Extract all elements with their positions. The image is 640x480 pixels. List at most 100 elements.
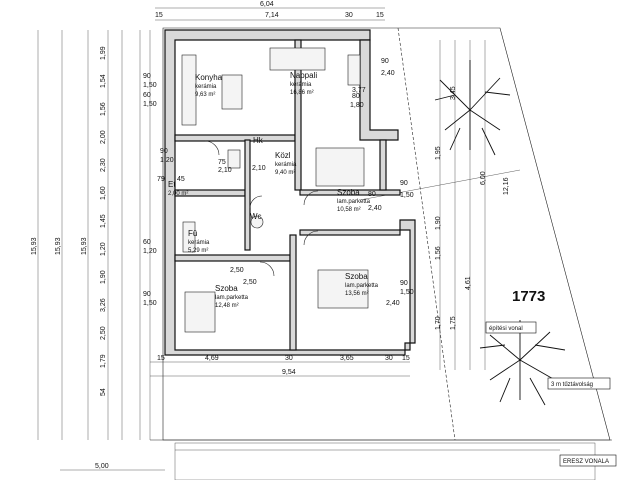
opening-dimension: 2,10: [252, 165, 266, 172]
opening-dimension: 2,40: [368, 205, 382, 212]
plot-number: 1773: [512, 288, 545, 305]
left-dimension: 1,54: [100, 74, 107, 88]
room-material: kerámia: [195, 84, 217, 90]
toilet: [250, 215, 264, 229]
top-dimension: 30: [345, 12, 353, 19]
opening-dimension: 1,50: [400, 289, 414, 296]
room-name: Fü: [188, 229, 197, 238]
room-area: 9,40 m²: [275, 170, 295, 176]
room-name: Et: [168, 180, 176, 189]
building-line-tag-box: [485, 321, 537, 334]
kitchen-counter: [181, 54, 197, 126]
middle-dimension: 15: [157, 355, 165, 362]
left-outer-dimension: 15,93: [31, 237, 38, 255]
opening-dimension: 90: [400, 180, 408, 187]
room-name: Wc: [250, 212, 262, 221]
building-walls: [164, 29, 416, 356]
opening-dimension: 1,80: [350, 102, 364, 109]
room-material: lam.parketta: [345, 283, 379, 289]
bed-3: [184, 291, 216, 333]
left-dimension: 1,56: [100, 102, 107, 116]
left-dimension: 54: [100, 388, 107, 396]
room-name: Közl: [275, 151, 291, 160]
room-material: lam.parketta: [215, 295, 249, 301]
left-dimension: 2,30: [100, 158, 107, 172]
left-dimension: 1,20: [100, 242, 107, 256]
room-name: Szoba: [337, 188, 360, 197]
fire-distance-label: 3 m tűztávolság: [551, 382, 593, 388]
middle-dimension: 9,54: [282, 369, 296, 376]
eaves-area: [174, 442, 596, 480]
boiler: [227, 149, 241, 169]
tv-unit: [347, 54, 361, 86]
opening-dimension: 90: [160, 148, 168, 155]
right-dimension: 1,56: [435, 246, 442, 260]
opening-dimension: 90: [143, 291, 151, 298]
left-dimension: 1,79: [100, 354, 107, 368]
opening-dimension: 1,50: [143, 101, 157, 108]
middle-dimension: 30: [285, 355, 293, 362]
left-dimension: 1,90: [100, 270, 107, 284]
dimension-lines: [37, 7, 521, 471]
room-area: 5,29 m²: [188, 248, 208, 254]
right-dimension: 4,61: [465, 276, 472, 290]
right-dimension: 1,95: [435, 146, 442, 160]
left-dimension: 1,99: [100, 46, 107, 60]
opening-dimension: 79: [157, 176, 165, 183]
top-dimension: 15: [155, 12, 163, 19]
opening-dimension: 1,50: [400, 192, 414, 199]
top-dimension: 15: [376, 12, 384, 19]
left-outer-dimension: 15,93: [81, 237, 88, 255]
eaves-line-tag-box: [559, 454, 617, 467]
bathtub: [182, 221, 196, 253]
top-dimension: 6,04: [260, 1, 274, 8]
room-material: lam.parketta: [337, 199, 371, 205]
middle-dimension: 4,69: [205, 355, 219, 362]
dining-table: [221, 74, 243, 110]
middle-dimension: 15: [402, 355, 410, 362]
right-dimension: 1,70: [435, 316, 442, 330]
opening-dimension: 60: [143, 92, 151, 99]
tree-top: [434, 60, 511, 156]
top-dimension: 7,14: [265, 12, 279, 19]
building-line-label: építési vonal: [489, 326, 523, 332]
left-outer-dimension: 15,93: [55, 237, 62, 255]
opening-dimension: 2,10: [218, 167, 232, 174]
left-dimension: 2,50: [100, 326, 107, 340]
middle-dimension: 3,65: [340, 355, 354, 362]
room-name: Hk: [253, 136, 264, 145]
opening-dimension: 2,50: [230, 267, 244, 274]
right-dimension: 1,75: [450, 316, 457, 330]
room-name: Konyha: [195, 73, 223, 82]
room-area: 9,63 m²: [195, 92, 215, 98]
bed-2: [317, 269, 369, 309]
door-swings: [204, 140, 319, 277]
opening-dimension: 90: [400, 280, 408, 287]
left-dimension: 3,26: [100, 298, 107, 312]
right-dimension: 3,45: [450, 86, 457, 100]
room-material: kerámia: [188, 240, 210, 246]
left-dimension: 1,45: [100, 214, 107, 228]
opening-dimension: 2,40: [381, 70, 395, 77]
opening-dimension: 80: [352, 93, 360, 100]
room-area: 13,56 m²: [345, 291, 369, 297]
room-area: 2,00 m²: [168, 191, 188, 197]
bed-1: [315, 147, 365, 187]
room-area: 10,58 m²: [337, 207, 361, 213]
opening-dimension: 75: [218, 159, 226, 166]
furniture: [181, 47, 369, 333]
opening-dimension: 1,20: [143, 248, 157, 255]
bottom-dimension: 5,00: [95, 463, 109, 470]
eaves-line-label: ERESZ VONALA: [563, 459, 609, 465]
opening-dimension: 3,77: [352, 87, 366, 94]
room-area: 12,48 m²: [215, 303, 239, 309]
opening-dimension: 60: [143, 239, 151, 246]
opening-dimension: 2,50: [243, 279, 257, 286]
left-dimension: 2,00: [100, 130, 107, 144]
room-name: Szoba: [215, 284, 238, 293]
room-material: kerámia: [290, 82, 312, 88]
opening-dimension: 90: [381, 58, 389, 65]
room-name: Szoba: [345, 272, 368, 281]
